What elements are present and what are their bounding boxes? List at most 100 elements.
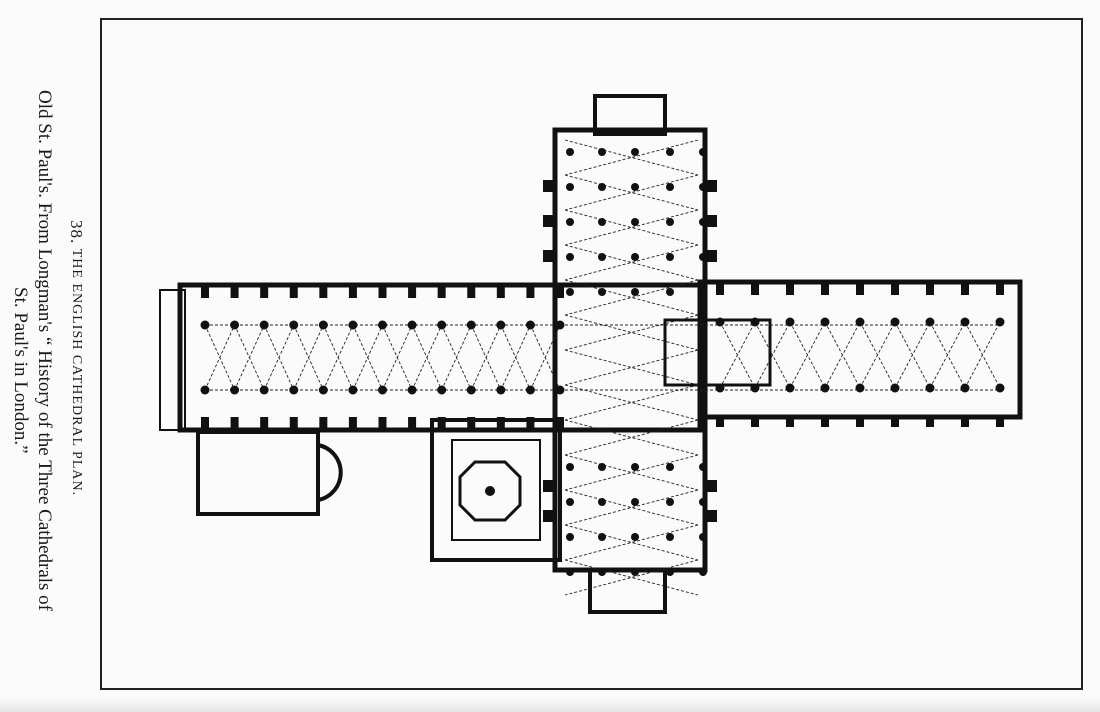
- transept-buttress: [705, 480, 717, 492]
- choir-pier: [715, 317, 725, 327]
- choir-pier: [890, 383, 900, 393]
- transept-pier: [598, 218, 606, 226]
- nave-pier: [466, 320, 476, 330]
- choir-pier: [750, 383, 760, 393]
- nave-vault-rib: [411, 324, 443, 391]
- chapel-apse: [317, 443, 343, 502]
- page-header: 38. THE ENGLISH CATHEDRAL PLAN.: [64, 90, 88, 650]
- transept-pier: [631, 568, 639, 576]
- choir-vault-rib: [859, 321, 896, 389]
- nave-vault-rib: [234, 324, 265, 391]
- transept-pier: [699, 498, 707, 506]
- choir-pier: [995, 317, 1005, 327]
- nave-buttress: [201, 417, 209, 429]
- nave-buttress: [348, 417, 357, 429]
- transept-pier: [598, 463, 606, 471]
- choir-pier: [785, 383, 795, 393]
- choir-buttress: [786, 283, 794, 295]
- nave-buttress: [378, 417, 387, 429]
- cloister-inner: [451, 439, 541, 541]
- choir-pier: [820, 317, 830, 327]
- choir-buttress: [786, 415, 794, 427]
- transept-pier: [631, 148, 639, 156]
- chapter-house-octagon: [458, 460, 522, 522]
- nave-vault-rib: [470, 324, 502, 391]
- choir-buttress: [821, 415, 829, 427]
- nave-vault-rib: [530, 324, 561, 391]
- nave-buttress: [378, 286, 387, 298]
- transept-vault-rib: [564, 489, 699, 526]
- nave-vault-rib: [293, 324, 324, 391]
- transept-vault-rib: [564, 524, 699, 561]
- choir-buttress: [856, 415, 864, 427]
- transept-vault-rib: [564, 244, 699, 281]
- transept-pier: [699, 288, 707, 296]
- choir-buttress: [926, 415, 934, 427]
- transept-buttress: [543, 480, 555, 492]
- nave-pier: [555, 320, 565, 330]
- transept-vault-rib: [564, 174, 699, 211]
- figure-caption-line-2: St. Paul's in London.”: [10, 286, 31, 454]
- transept-vault-rib: [564, 559, 699, 596]
- nave-pier: [259, 385, 269, 395]
- nave-buttress: [348, 286, 357, 298]
- choir-buttress: [926, 283, 934, 295]
- transept-pier: [566, 253, 574, 261]
- nave-pier: [407, 385, 417, 395]
- transept-buttress: [543, 250, 555, 262]
- nave-vault-rib: [204, 324, 235, 391]
- page-number: 38.: [67, 220, 86, 245]
- page-header-title: THE ENGLISH CATHEDRAL PLAN.: [69, 248, 84, 497]
- nave-buttress: [408, 417, 417, 429]
- transept-pier: [631, 183, 639, 191]
- transept-pier: [598, 533, 606, 541]
- transept-vault-rib: [564, 559, 699, 596]
- figure-caption-line-1: Old St. Paul's. From Longman's “ History…: [34, 90, 55, 612]
- chapter-house-pier: [485, 486, 495, 496]
- transept-vault-rib: [564, 209, 699, 246]
- choir-wall: [697, 279, 1023, 420]
- transept-vault-rib: [564, 524, 699, 561]
- transept-vault-rib: [564, 279, 699, 316]
- transept-vault-rib: [564, 349, 699, 386]
- choir-buttress: [961, 415, 969, 427]
- nave-buttress: [496, 417, 505, 429]
- nave-pier: [348, 385, 358, 395]
- west-porch: [159, 289, 186, 431]
- choir-buttress: [751, 283, 759, 295]
- nave-pier: [230, 320, 240, 330]
- transept-vault-rib: [564, 489, 699, 526]
- transept-pier: [666, 218, 674, 226]
- nave-vault-rib: [322, 324, 354, 391]
- nave-buttress: [230, 286, 239, 298]
- nave-buttress: [526, 417, 535, 429]
- nave-pier: [525, 385, 535, 395]
- transept-pier: [566, 148, 574, 156]
- transept-pier: [598, 288, 606, 296]
- transept-pier: [666, 288, 674, 296]
- transept-pier: [566, 218, 574, 226]
- choir-pier: [855, 383, 865, 393]
- nave-buttress: [467, 286, 476, 298]
- choir-buttress: [891, 415, 899, 427]
- nave-pier: [496, 385, 506, 395]
- transept-pier: [566, 568, 574, 576]
- caption-block: 38. THE ENGLISH CATHEDRAL PLAN. Old St. …: [8, 90, 88, 650]
- nave-pier: [555, 385, 565, 395]
- transept-vault-rib: [564, 279, 699, 316]
- transept-vault-rib: [564, 454, 699, 491]
- choir-pier: [925, 383, 935, 393]
- nave-buttress: [408, 286, 417, 298]
- nave-buttress: [556, 417, 564, 429]
- nave-pier: [259, 320, 269, 330]
- choir-buttress: [996, 415, 1004, 427]
- choir-screen: [663, 318, 772, 387]
- transept-vault-rib: [564, 349, 699, 386]
- nave-pier: [318, 385, 328, 395]
- transept-pier: [631, 253, 639, 261]
- figure-frame: [100, 18, 1083, 690]
- transept-vault-rib: [564, 139, 699, 176]
- transept-pier: [666, 183, 674, 191]
- transept-pier: [631, 498, 639, 506]
- nave-buttress: [437, 286, 446, 298]
